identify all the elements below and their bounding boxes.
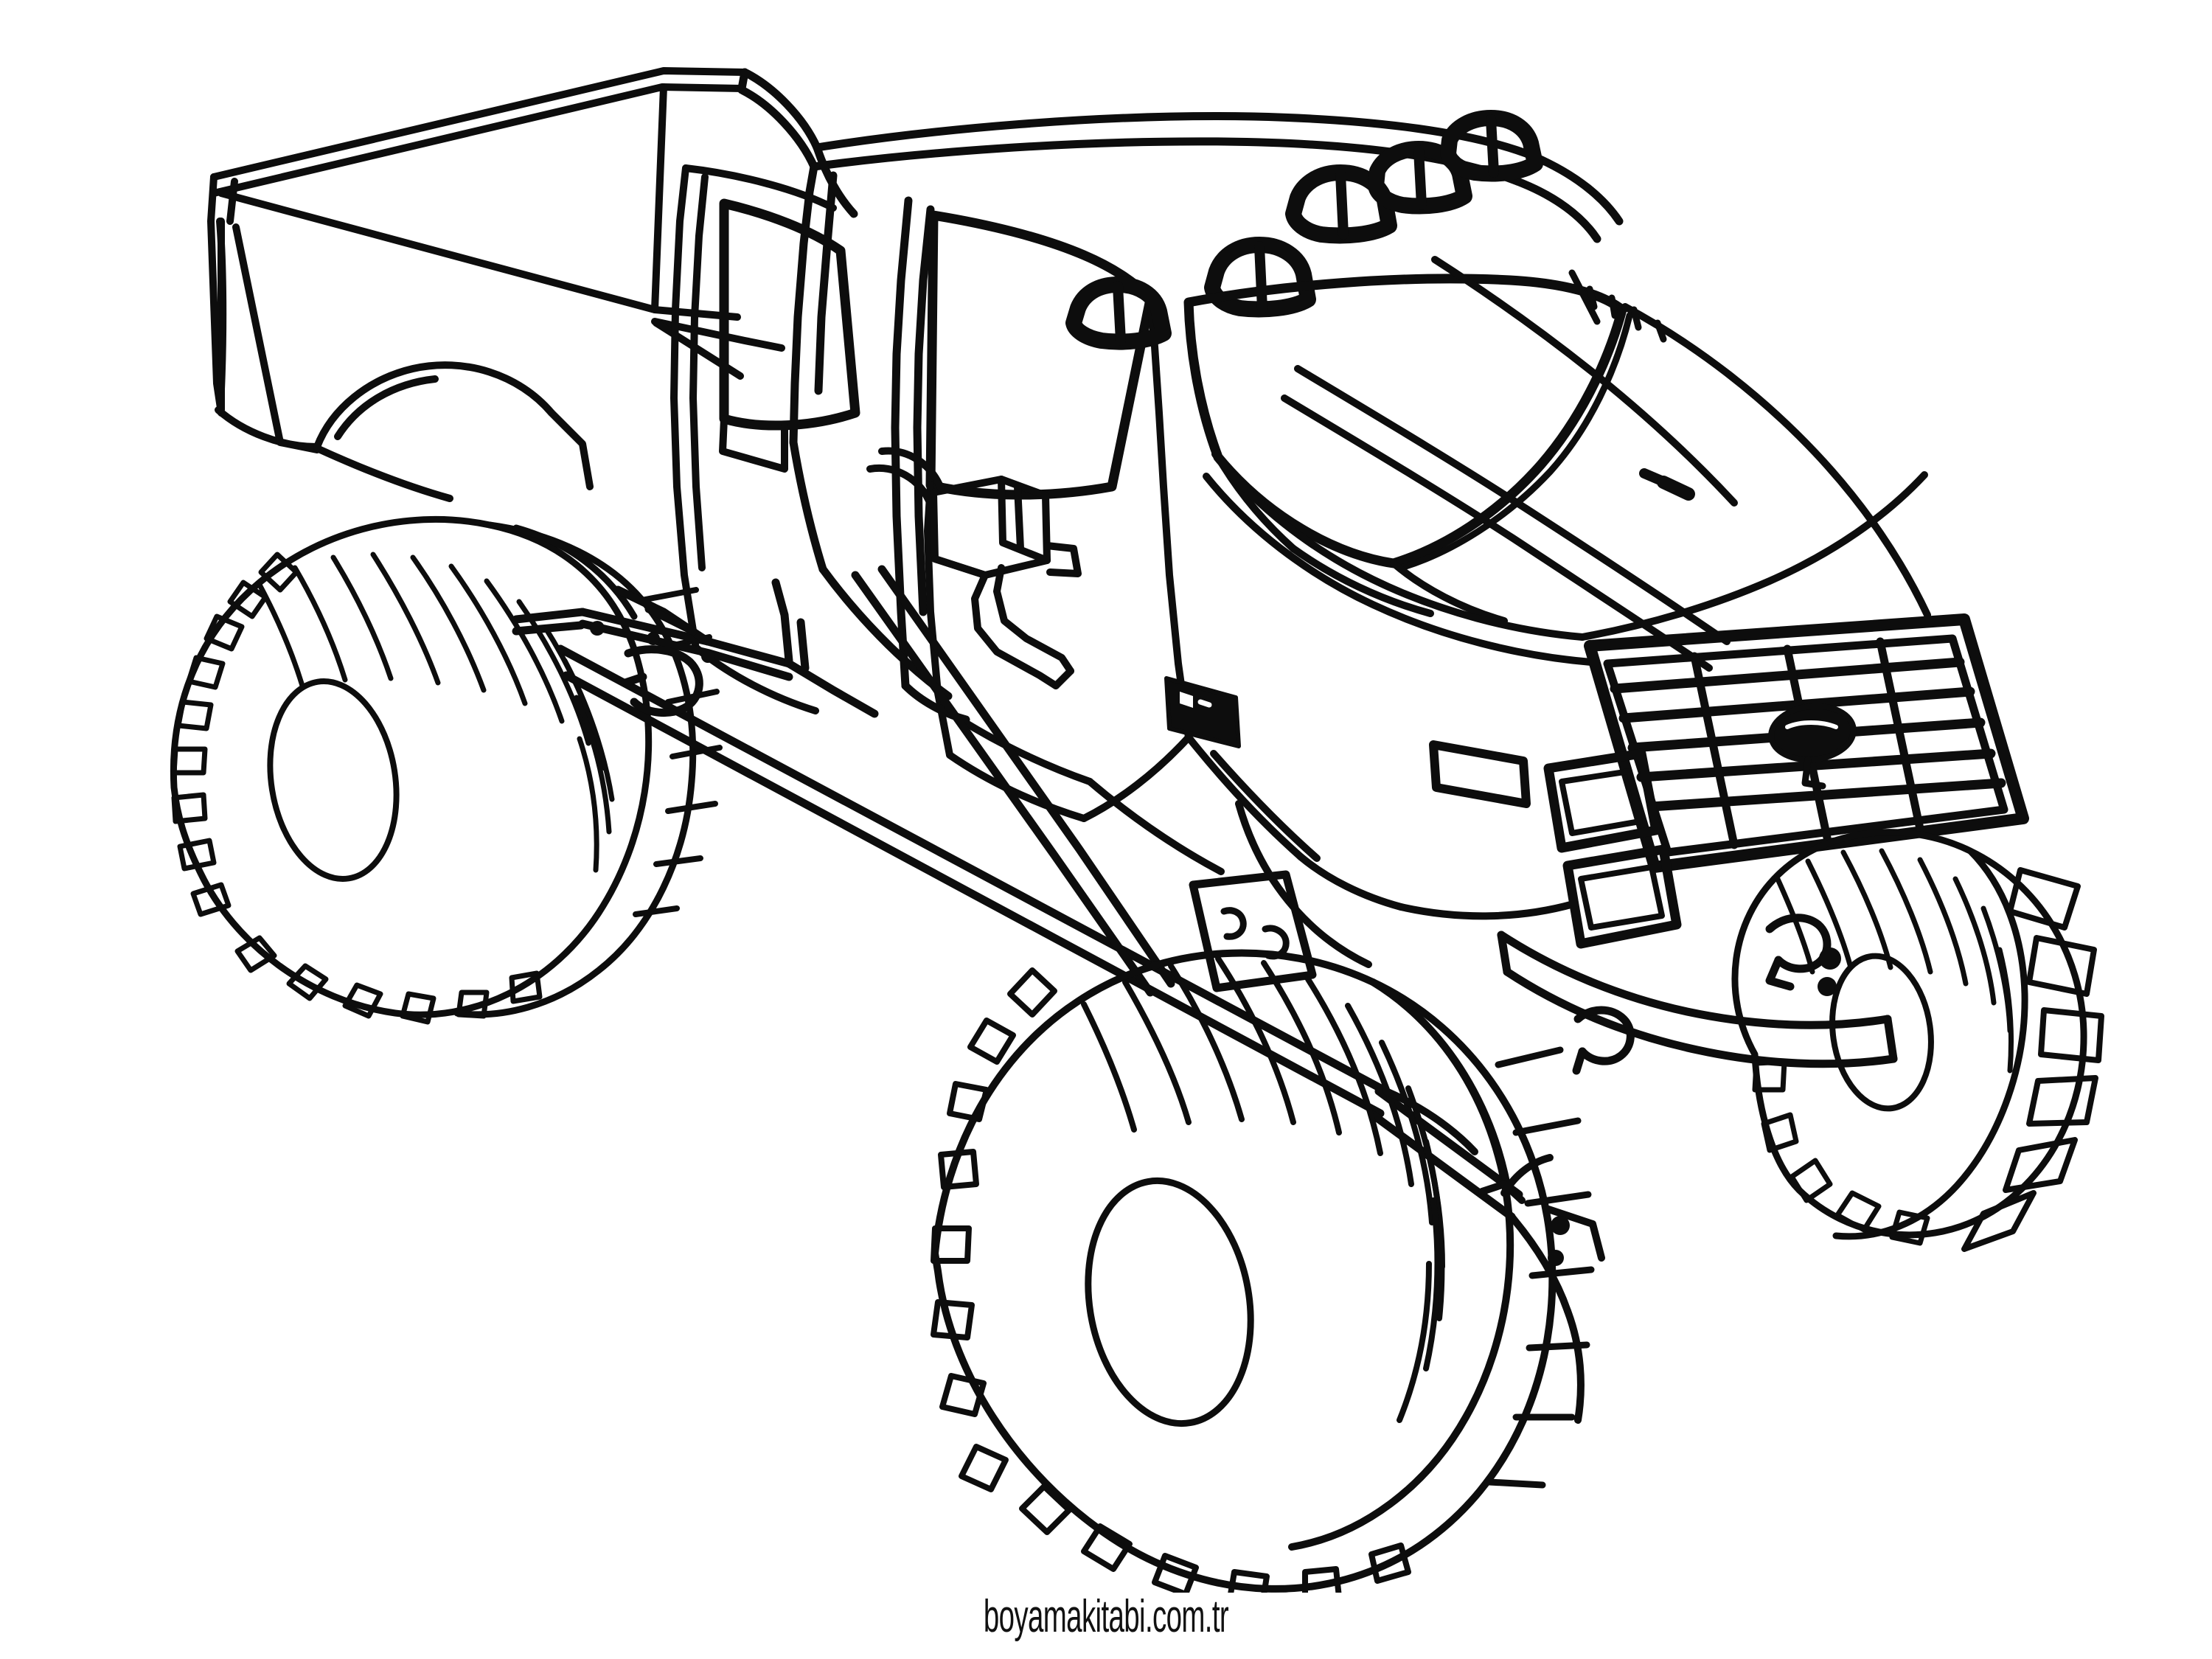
rear-right-tire <box>1731 829 2104 1252</box>
monster-truck-illustration <box>170 67 2104 1593</box>
roof-light-1 <box>1065 276 1172 350</box>
headlight-right <box>1562 844 1682 949</box>
front-suspension <box>1478 1180 1605 1424</box>
turn-signal <box>1429 740 1531 808</box>
front-left-tire <box>931 949 1595 1593</box>
roof-marker-lights <box>1065 110 1543 350</box>
rear-door <box>670 164 860 714</box>
roof-light-5 <box>1440 110 1543 182</box>
rear-left-tire <box>170 515 723 1025</box>
front-door-window <box>925 210 1155 500</box>
front-bumper <box>1497 914 1898 1075</box>
badge-oval <box>1768 703 1857 763</box>
cab <box>737 68 1624 724</box>
front-fender <box>1086 734 1577 968</box>
rear-door-window <box>719 198 860 431</box>
chassis-frame <box>512 565 1523 1221</box>
underbody <box>1382 1088 1554 1197</box>
site-watermark: boyamakitabi.com.tr <box>983 1591 1229 1642</box>
roof-light-4 <box>1368 141 1472 215</box>
side-mirror <box>866 447 1082 689</box>
roof-light-3 <box>1285 164 1397 244</box>
door-handle <box>1164 676 1241 748</box>
hood <box>1203 256 1931 672</box>
headlight-left <box>1543 748 1661 853</box>
cargo-bed <box>207 67 785 502</box>
